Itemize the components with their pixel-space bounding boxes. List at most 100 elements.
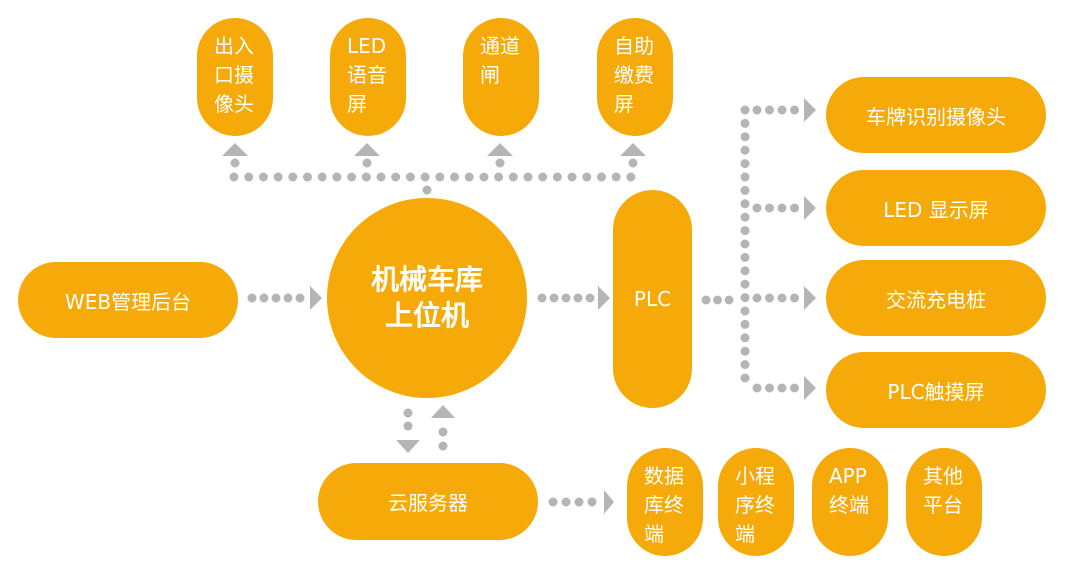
node-label: 自助 [614,34,654,58]
connector-dot [740,346,750,356]
connector-dot [403,421,413,431]
node-label: 库终 [644,493,684,517]
connector-dot [765,203,774,213]
arrow-head-icon [604,490,614,514]
led-display-node: LED 显示屏 [826,170,1046,246]
node-label: 数据 [644,464,684,488]
connector-dot [740,172,750,182]
connector-dot [587,497,597,507]
connector-dot [701,295,711,305]
connector-dot [740,132,750,142]
arrow-head-icon [222,143,248,156]
connector-dot [740,226,750,236]
connector-dot [740,306,750,316]
mini-program-terminal-node: 小程 序终 端 [718,448,794,556]
node-label: 口摄 [214,63,254,87]
ac-charger-node: 交流充电桩 [826,260,1046,336]
arrow-head-icon [354,143,380,156]
connector-dot [740,293,750,303]
connector-dot [247,293,257,303]
connector-dot [561,497,571,507]
connector-dot [494,172,504,182]
node-label: 端 [644,522,664,546]
connector-dot [777,293,787,303]
connector-dot [273,172,283,182]
node-label: APP [829,464,867,488]
node-label: 序终 [735,493,775,517]
node-label: LED [347,34,387,58]
connector-dot [611,172,621,182]
arrow-head-icon [804,98,816,122]
connector-dot [597,172,606,182]
arrow-head-icon [804,196,816,220]
connector-dot [740,319,750,329]
node-label: 其他 [923,464,963,488]
connector-dot [573,293,583,303]
connector-dot [567,172,577,182]
connector-dot [479,172,489,182]
connector-dot [740,145,750,155]
connector-dot [438,441,448,451]
connector-dot [561,293,571,303]
gate-node: 通道 闸 [463,18,539,136]
connector-dot [777,383,787,393]
connector-dot [740,118,750,128]
node-label: 平台 [923,493,963,517]
connector-dot [777,105,787,115]
connector-dot [582,172,592,182]
connector-dot [288,172,298,182]
node-label: 机械车库 [370,263,483,296]
connector-dot [790,383,799,393]
connector-dot [740,159,750,169]
node-label: 通道 [480,34,520,58]
plc-node: PLC [613,190,692,408]
plc-touchscreen-node: PLC触摸屏 [826,352,1046,428]
connector-dot [362,158,372,168]
node-label: 屏 [614,92,634,116]
self-pay-screen-node: 自助 缴费 屏 [597,18,673,136]
connector-dot [391,172,401,182]
connector-dot [450,172,459,182]
cloud-server-node: 云服务器 [318,463,538,540]
node-label: 终端 [829,493,869,517]
arrow-head-icon [396,440,420,453]
connector-dot [537,293,547,303]
connector-dot [740,333,750,343]
node-label: 缴费 [614,63,654,87]
arrow-head-icon [804,286,816,310]
connector-dot [740,252,750,262]
connector-dot [626,172,636,182]
connector-dot [523,172,533,182]
connector-dot [549,293,559,303]
arrow-head-icon [310,286,322,310]
connector-dot [740,279,750,289]
connector-dot [422,185,432,195]
node-label: 上位机 [384,299,469,332]
connector-dot [283,293,293,303]
connector-dot [508,172,518,182]
node-label: 端 [735,522,755,546]
connector-dot [740,105,750,115]
node-label: 闸 [480,63,500,87]
other-platform-node: 其他 平台 [906,448,982,556]
connector-dot [317,172,327,182]
connector-dot [790,105,799,115]
connector-dot [740,199,750,209]
connector-dot [229,172,239,182]
connector-dot [332,172,342,182]
connector-dot [574,497,584,507]
arrow-head-icon [431,405,455,418]
node-label: 语音 [347,63,387,87]
connector-dot [552,172,562,182]
connector-dot [628,158,638,168]
connector-dot [259,293,269,303]
connector-dot [765,293,774,303]
connector-dot [376,172,386,182]
node-label: 屏 [347,92,367,116]
connector-dot [724,295,734,305]
connector-dot [438,427,448,437]
connector-dot [765,383,774,393]
connector-dot [777,203,787,213]
web-admin-node: WEB管理后台 [18,262,238,338]
